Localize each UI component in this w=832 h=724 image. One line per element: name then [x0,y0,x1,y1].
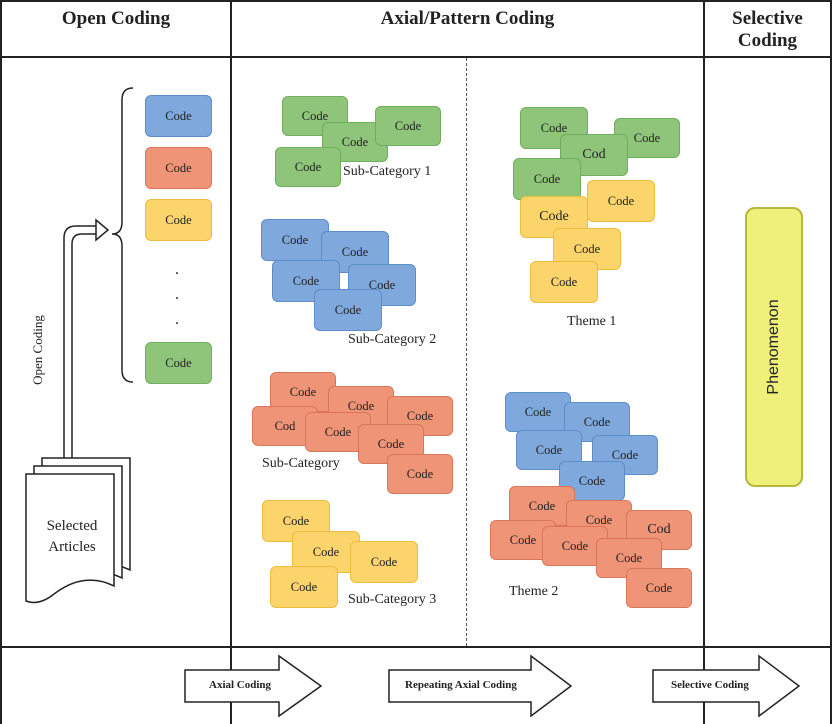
right-border [830,0,832,724]
sub2-code-5: Code [314,289,382,331]
ellipsis-dot-1: . [175,261,179,278]
document-page-front [25,473,115,604]
axial-coding-arrow-label: Axial Coding [209,679,272,691]
axial-dashed-divider [466,58,467,646]
theme-1-label: Theme 1 [567,314,617,329]
selective-coding-arrow: Selective Coding [651,654,801,718]
phenomenon-box: Phenomenon [745,207,803,487]
open-code-red: Code [145,147,212,189]
theme1-code-3: Cod [560,134,628,176]
sub3-code-4: Code [270,566,338,608]
header-open-coding: Open Coding [61,8,171,29]
header-axial-coding: Axial/Pattern Coding [380,8,555,29]
theme-2-label: Theme 2 [509,584,559,599]
top-border [0,0,832,2]
flow-line-inner [71,233,96,458]
sub-category-3-label: Sub-Category 3 [348,592,437,607]
open-code-blue: Code [145,95,212,137]
theme1-code-4: Code [513,158,581,200]
open-coding-side-label: Open Coding [30,315,45,385]
sub-category-1-label: Sub-Category 1 [343,164,432,179]
open-code-yellow: Code [145,199,212,241]
sub-category-2-label: Sub-Category 2 [348,332,437,347]
column-divider-1 [230,0,232,724]
flow-line-outer [63,225,96,458]
sub1-code-3: Code [375,106,441,146]
ellipsis-dot-3: . [175,311,179,328]
axial-coding-arrow: Axial Coding [183,654,323,718]
repeating-axial-coding-arrow: Repeating Axial Coding [387,654,573,718]
open-code-green: Code [145,342,212,384]
theme1-code-8: Code [530,261,598,303]
header-divider [0,56,832,58]
sub2-code-1: Code [261,219,329,261]
subred-code-7: Code [387,454,453,494]
left-border [0,0,2,724]
selective-coding-arrow-label: Selective Coding [671,679,749,691]
phenomenon-label: Phenomenon [765,299,782,395]
brace-shape [111,87,134,383]
sub3-code-3: Code [350,541,418,583]
flow-arrowhead [95,218,110,242]
sub-category-label: Sub-Category [262,456,340,471]
selected-articles-label: Selected Articles [46,518,98,555]
theme2-code-12: Code [626,568,692,608]
footer-divider [0,646,832,648]
repeating-axial-coding-arrow-label: Repeating Axial Coding [405,679,517,691]
sub1-code-1: Code [282,96,348,136]
column-divider-2 [703,0,705,724]
subred-code-1: Code [270,372,336,412]
theme2-code-3: Code [516,430,582,470]
theme1-code-5: Code [587,180,655,222]
ellipsis-dot-2: . [175,286,179,303]
sub1-code-4: Code [275,147,341,187]
theme2-code-1: Code [505,392,571,432]
header-selective-coding: Selective Coding [732,8,803,51]
